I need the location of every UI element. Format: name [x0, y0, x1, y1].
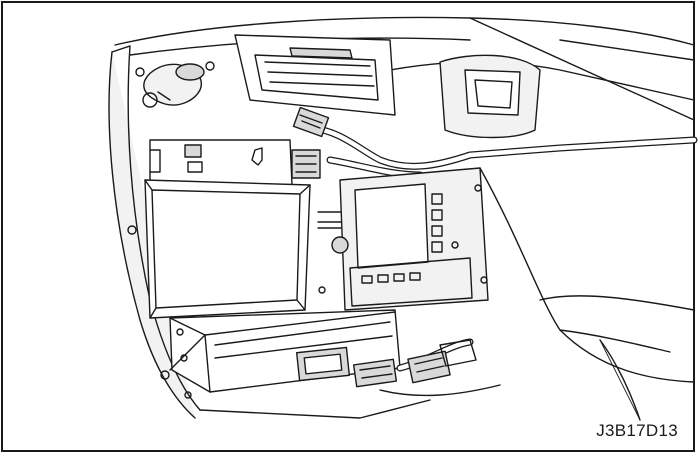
- dashboard-outline: [114, 16, 695, 121]
- dash-vent: [234, 34, 396, 116]
- upper-wiring-harness: [292, 106, 698, 179]
- right-dash-contour: [479, 167, 695, 421]
- headlamp-switch-knob: [142, 61, 215, 108]
- radio-mounting-bracket: [149, 139, 321, 186]
- rear-harness-connectors: [352, 338, 501, 397]
- figure-code-label: J3B17D13: [596, 421, 678, 440]
- radio-opening-frame: [144, 179, 346, 319]
- leader-lines: [599, 339, 641, 421]
- display-unit: [331, 167, 489, 311]
- figure-border: [1, 1, 695, 452]
- radio-unit: [169, 309, 401, 393]
- instrument-hood: [439, 54, 541, 139]
